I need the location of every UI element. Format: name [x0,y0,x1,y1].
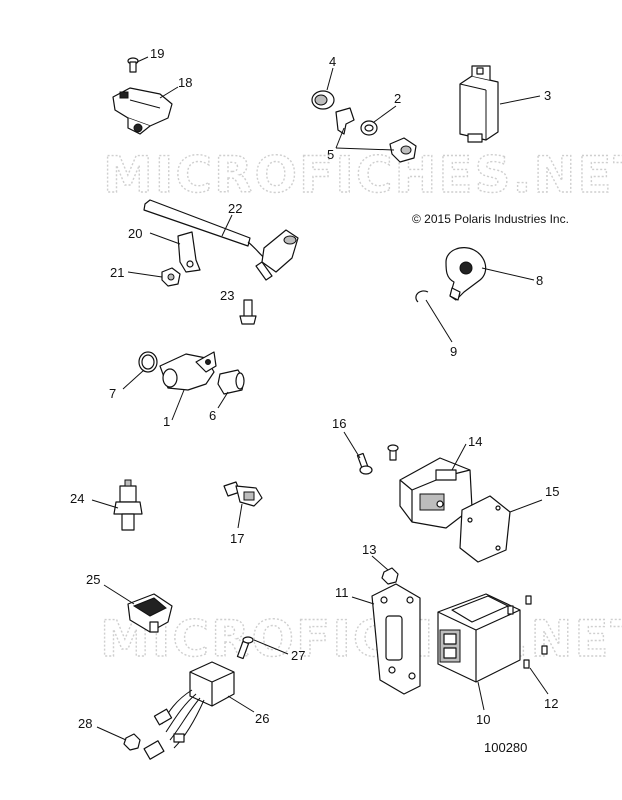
part-16-screw-b [387,444,399,461]
part-24-pressure-switch [113,479,143,531]
leader-5b [335,147,395,151]
part-23-bolt [239,299,257,325]
leader-20 [149,232,181,245]
callout-26: 26 [255,711,269,726]
callout-14: 14 [468,434,482,449]
callout-17: 17 [230,531,244,546]
part-15-gasket [459,495,511,563]
leader-17 [237,503,243,529]
leader-2 [373,105,397,123]
leader-5a [335,127,345,149]
callout-23: 23 [220,288,234,303]
callout-13: 13 [362,542,376,557]
callout-1: 1 [163,414,170,429]
part-2-ring [360,120,378,136]
part-14-housing [399,457,473,529]
callout-8: 8 [536,273,543,288]
part-26-module [143,661,235,760]
leader-11 [351,596,375,605]
callout-12: 12 [544,696,558,711]
callout-21: 21 [110,265,124,280]
leader-26 [227,695,255,713]
part-4-cap [311,90,335,110]
callout-2: 2 [394,91,401,106]
leader-10 [477,681,485,711]
part-6-spacer [217,369,245,395]
callout-25: 25 [86,572,100,587]
watermark-top: MICROFICHES.NET [103,146,622,204]
callout-3: 3 [544,88,551,103]
leader-28 [96,726,127,741]
leader-12 [529,667,549,695]
part-1-sensor [159,351,217,391]
leader-13 [371,555,389,571]
part-25-switch [127,593,173,633]
leader-25 [103,584,135,605]
callout-16: 16 [332,416,346,431]
callout-28: 28 [78,716,92,731]
callout-19: 19 [150,46,164,61]
leader-9 [425,299,453,343]
part-19-screw [127,57,139,73]
callout-6: 6 [209,408,216,423]
leader-6 [217,391,229,409]
part-20-bracket [177,231,201,273]
figure-number: 100280 [484,740,527,755]
part-13-nut [381,567,399,585]
part-11-bracket [371,583,421,695]
part-7-oring [138,351,158,373]
part-18-map-sensor [112,87,173,135]
leader-21 [127,271,163,278]
leader-27 [253,639,289,655]
leader-24 [91,499,119,509]
callout-4: 4 [329,54,336,69]
part-10-ecu [437,593,521,683]
callout-18: 18 [178,75,192,90]
part-8-knock-sensor [445,247,487,301]
leader-22 [221,214,233,237]
part-21-nut [161,267,181,287]
leader-15 [509,499,543,513]
leader-16 [343,431,361,459]
callout-15: 15 [545,484,559,499]
leader-14 [451,443,467,471]
copyright-text: © 2015 Polaris Industries Inc. [412,212,569,226]
watermark-bottom: MICROFICHES.NET [100,610,622,668]
callout-7: 7 [109,386,116,401]
leader-18 [159,86,179,99]
callout-22: 22 [228,201,242,216]
leader-19 [136,56,149,63]
callout-27: 27 [291,648,305,663]
part-28-nut [123,733,141,751]
leader-7 [122,369,145,390]
leader-1 [171,389,185,421]
callout-9: 9 [450,344,457,359]
leader-3 [499,95,541,105]
part-3-relay [459,65,499,143]
part-5-sensor [389,137,417,163]
callout-5: 5 [327,147,334,162]
part-17-temp-sensor [223,481,263,507]
part-22-speed-sensor [143,199,299,281]
leader-4 [326,67,334,91]
part-27-bolt [236,636,254,660]
callout-11: 11 [335,585,349,600]
part-12-screws [507,595,548,669]
callout-20: 20 [128,226,142,241]
callout-10: 10 [476,712,490,727]
part-9-clip [415,290,429,303]
leader-8 [481,267,535,281]
callout-24: 24 [70,491,84,506]
part-5-clip [335,107,355,135]
